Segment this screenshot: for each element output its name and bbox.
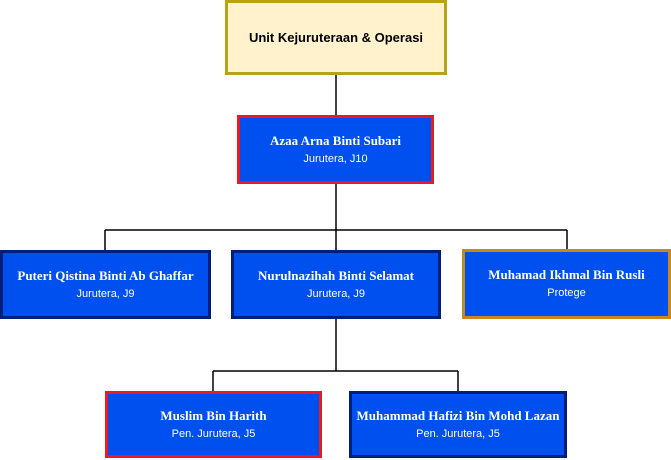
node-role: Jurutera, J10 <box>303 152 368 165</box>
node-role: Jurutera, J9 <box>306 287 366 300</box>
node-role: Protege <box>547 287 586 299</box>
node-role: Pen. Jurutera, J5 <box>416 427 500 440</box>
org-node-ikhmal: Muhamad Ikhmal Bin Rusli Protege <box>462 249 671 319</box>
node-role: Pen. Jurutera, J5 <box>171 427 256 440</box>
node-name: Nurulnazihah Binti Selamat <box>257 267 415 283</box>
node-name: Muhamad Ikhmal Bin Rusli <box>488 267 645 282</box>
node-role: Jurutera, J9 <box>76 287 135 300</box>
org-node-azaa: Azaa Arna Binti Subari Jurutera, J10 <box>237 115 434 184</box>
unit-root-label: Unit Kejuruteraan & Operasi <box>248 30 424 45</box>
node-name: Azaa Arna Binti Subari <box>269 132 402 148</box>
unit-root-box: Unit Kejuruteraan & Operasi <box>225 0 447 75</box>
node-name: Puteri Qistina Binti Ab Ghaffar <box>17 267 194 283</box>
node-name: Muhammad Hafizi Bin Mohd Lazan <box>356 407 560 423</box>
org-node-nurul: Nurulnazihah Binti Selamat Jurutera, J9 <box>231 250 441 319</box>
org-node-hafizi: Muhammad Hafizi Bin Mohd Lazan Pen. Juru… <box>349 391 567 458</box>
org-node-muslim: Muslim Bin Harith Pen. Jurutera, J5 <box>105 391 322 458</box>
org-node-puteri: Puteri Qistina Binti Ab Ghaffar Jurutera… <box>0 250 211 319</box>
node-name: Muslim Bin Harith <box>160 407 267 423</box>
